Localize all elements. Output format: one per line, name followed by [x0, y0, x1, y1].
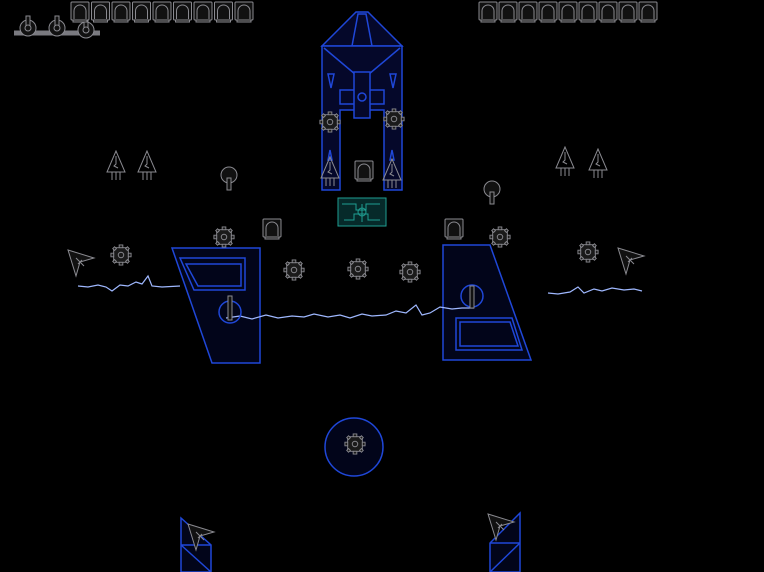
reserve-block-icon	[111, 1, 131, 23]
reserve-block-icon	[478, 1, 498, 23]
reserve-block-icon	[193, 1, 213, 23]
laser-beams	[77, 274, 643, 320]
reserve-block-icon	[538, 1, 558, 23]
reserve-block-icon	[638, 1, 658, 23]
reserve-blocks-right	[478, 1, 658, 23]
spiked-mine-icon	[489, 226, 511, 248]
ship-life-icon	[48, 15, 66, 37]
turret-icon	[460, 284, 484, 309]
reserve-block-icon	[214, 1, 233, 23]
dart-ship-icon	[617, 247, 645, 275]
reserve-block-icon	[354, 160, 374, 182]
spiked-mine-icon	[283, 259, 305, 281]
lives-indicator	[14, 15, 100, 39]
reserve-block-icon	[173, 1, 192, 23]
reserve-block-icon	[70, 1, 90, 23]
reserve-block-icon	[262, 218, 282, 240]
reserve-blocks-left	[70, 1, 254, 23]
tree-fighter-icon	[555, 146, 575, 177]
spiked-mine-icon	[213, 226, 235, 248]
reserve-block-icon	[518, 1, 538, 23]
tree-fighter-icon	[137, 150, 157, 181]
reserve-block-icon	[132, 1, 151, 23]
spiked-mine-icon	[383, 108, 405, 130]
spiked-mine-icon	[399, 261, 421, 283]
bottom-core-orb	[324, 417, 384, 477]
reserve-block-icon	[234, 1, 254, 23]
turret-icon	[218, 295, 242, 324]
reserve-block-icon	[578, 1, 598, 23]
reserve-block-icon	[618, 1, 638, 23]
turret-icon	[483, 180, 501, 205]
ship-life-icon	[19, 15, 37, 37]
bottom-right-pylon	[489, 511, 521, 572]
reserve-block-icon	[598, 1, 618, 23]
dart-ship-icon	[67, 249, 95, 277]
reserve-block-icon	[91, 1, 110, 23]
spiked-mine-icon	[347, 258, 369, 280]
spiked-mine-icon	[577, 241, 599, 263]
right-shield-panel	[442, 244, 533, 361]
spiked-mine-icon	[110, 244, 132, 266]
spiked-mine-icon	[319, 111, 341, 133]
turret-icon	[220, 166, 238, 191]
reserve-block-icon	[498, 1, 518, 23]
tree-fighter-icon	[106, 150, 126, 181]
reserve-block-icon	[558, 1, 578, 23]
reserve-block-icon	[152, 1, 172, 23]
mothership	[320, 11, 404, 191]
left-shield-panel	[170, 247, 261, 364]
tree-fighter-icon	[588, 148, 608, 179]
core-circuit-icon	[337, 197, 387, 227]
reserve-block-icon	[444, 218, 464, 240]
